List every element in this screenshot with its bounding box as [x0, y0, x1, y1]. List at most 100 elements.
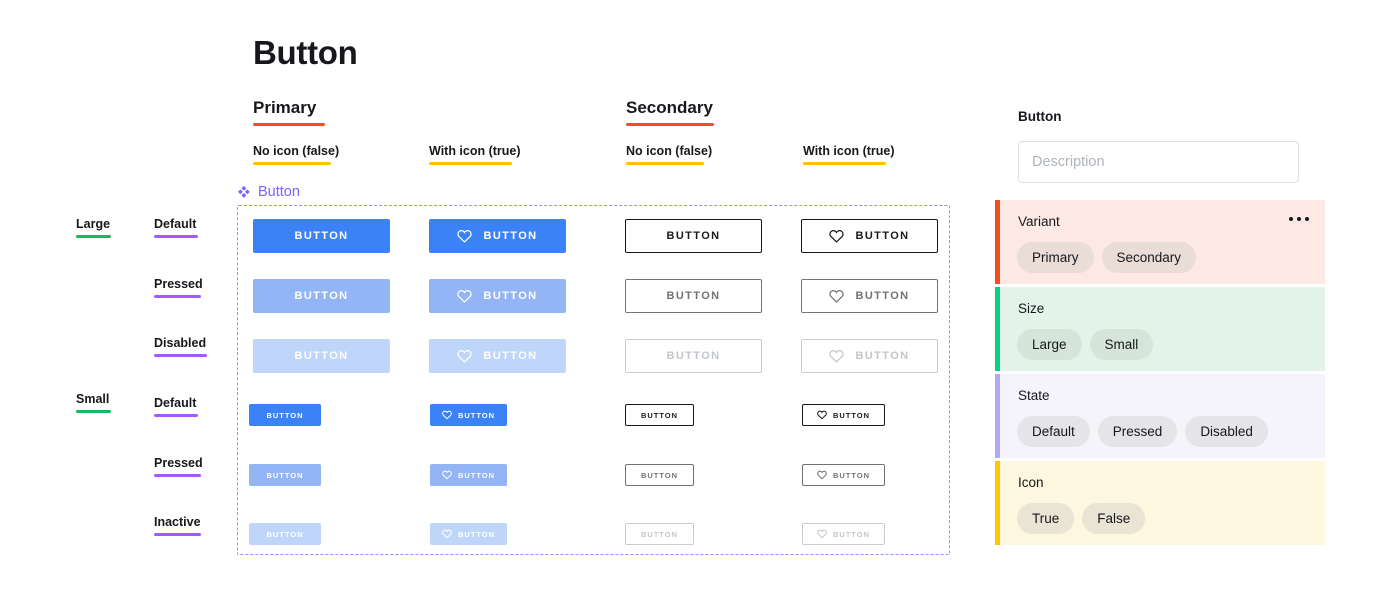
column-header-secondary-with-icon-label: With icon (true) [803, 144, 895, 158]
button-label: BUTTON [266, 410, 304, 420]
property-row-icon: Icon True False [995, 461, 1325, 545]
heart-icon [817, 529, 827, 539]
property-row-variant: Variant Primary Secondary [995, 200, 1325, 284]
component-set-label-text: Button [258, 184, 300, 200]
button-small-default-primary-noicon[interactable]: BUTTON [249, 404, 321, 426]
button-label: BUTTON [832, 529, 871, 539]
button-large-pressed-secondary-icon[interactable]: BUTTON [801, 279, 938, 313]
row-header-state-large-pressed-rule [154, 295, 201, 298]
property-name-size: Size [1018, 301, 1045, 316]
row-header-state-large-default-label: Default [154, 217, 197, 231]
button-small-pressed-primary-icon[interactable]: BUTTON [430, 464, 507, 486]
property-value-chip-default[interactable]: Default [1017, 416, 1090, 447]
button-large-disabled-primary-noicon[interactable]: BUTTON [253, 339, 390, 373]
row-header-state-small-pressed: Pressed [154, 456, 203, 477]
row-header-state-small-inactive-rule [154, 533, 201, 536]
button-small-inactive-secondary-icon[interactable]: BUTTON [802, 523, 885, 545]
button-small-inactive-primary-noicon[interactable]: BUTTON [249, 523, 321, 545]
row-header-state-large-disabled: Disabled [154, 336, 207, 357]
column-header-secondary-no-icon-rule [626, 162, 704, 165]
button-small-default-primary-icon[interactable]: BUTTON [430, 404, 507, 426]
button-label: BUTTON [640, 470, 679, 480]
column-header-primary-label: Primary [253, 98, 317, 117]
heart-icon [817, 470, 827, 480]
button-label: BUTTON [640, 529, 679, 539]
heart-icon [457, 350, 473, 363]
property-accent-bar-size [995, 287, 1000, 371]
heart-icon [829, 290, 845, 303]
component-set-frame [237, 205, 950, 555]
button-label: BUTTON [457, 529, 496, 539]
property-values-variant: Primary Secondary [1017, 242, 1197, 273]
column-header-primary-no-icon-label: No icon (false) [253, 144, 340, 158]
button-label: BUTTON [266, 470, 304, 480]
button-small-pressed-secondary-noicon[interactable]: BUTTON [625, 464, 694, 486]
row-header-size-large-label: Large [76, 217, 111, 231]
row-header-size-large-rule [76, 235, 111, 238]
row-header-state-small-inactive: Inactive [154, 515, 201, 536]
button-label: BUTTON [855, 350, 910, 362]
column-header-primary-with-icon-rule [429, 162, 512, 165]
button-large-disabled-primary-icon[interactable]: BUTTON [429, 339, 566, 373]
column-header-secondary-with-icon: With icon (true) [803, 144, 895, 165]
button-label: BUTTON [294, 230, 349, 242]
property-value-chip-secondary[interactable]: Secondary [1101, 242, 1197, 273]
row-header-size-small: Small [76, 392, 111, 413]
button-small-default-secondary-icon[interactable]: BUTTON [802, 404, 885, 426]
heart-icon [457, 290, 473, 303]
heart-icon [442, 529, 452, 539]
button-small-inactive-primary-icon[interactable]: BUTTON [430, 523, 507, 545]
button-label: BUTTON [457, 410, 496, 420]
heart-icon [829, 350, 845, 363]
column-header-secondary-rule [626, 123, 714, 126]
property-value-chip-pressed[interactable]: Pressed [1097, 416, 1178, 447]
page-title: Button [253, 34, 358, 71]
heart-icon [817, 410, 827, 420]
property-name-variant: Variant [1018, 214, 1060, 229]
column-header-primary-rule [253, 123, 325, 126]
property-value-chip-primary[interactable]: Primary [1017, 242, 1094, 273]
row-header-size-large: Large [76, 217, 111, 238]
button-small-pressed-secondary-icon[interactable]: BUTTON [802, 464, 885, 486]
property-value-chip-true[interactable]: True [1017, 503, 1075, 534]
description-input[interactable] [1018, 141, 1299, 183]
column-header-secondary-with-icon-rule [803, 162, 886, 165]
row-header-state-large-disabled-rule [154, 354, 207, 357]
property-value-chip-small[interactable]: Small [1089, 329, 1154, 360]
button-large-default-primary-noicon[interactable]: BUTTON [253, 219, 390, 253]
property-value-chip-disabled[interactable]: Disabled [1185, 416, 1268, 447]
button-large-disabled-secondary-icon[interactable]: BUTTON [801, 339, 938, 373]
button-label: BUTTON [855, 290, 910, 302]
row-header-state-small-pressed-label: Pressed [154, 456, 203, 470]
button-label: BUTTON [483, 290, 538, 302]
more-options-icon[interactable] [1289, 217, 1309, 221]
button-large-pressed-secondary-noicon[interactable]: BUTTON [625, 279, 762, 313]
row-header-state-large-default: Default [154, 217, 198, 238]
property-accent-bar-state [995, 374, 1000, 458]
property-values-state: Default Pressed Disabled [1017, 416, 1268, 447]
property-row-state: State Default Pressed Disabled [995, 374, 1325, 458]
button-large-default-secondary-noicon[interactable]: BUTTON [625, 219, 762, 253]
column-header-secondary-no-icon-label: No icon (false) [626, 144, 713, 158]
button-large-default-primary-icon[interactable]: BUTTON [429, 219, 566, 253]
component-set-diamond-icon [238, 185, 250, 198]
button-large-pressed-primary-icon[interactable]: BUTTON [429, 279, 566, 313]
property-value-chip-false[interactable]: False [1082, 503, 1146, 534]
button-large-pressed-primary-noicon[interactable]: BUTTON [253, 279, 390, 313]
property-name-state: State [1018, 388, 1050, 403]
button-large-default-secondary-icon[interactable]: BUTTON [801, 219, 938, 253]
row-header-state-large-default-rule [154, 235, 198, 238]
property-accent-bar-icon [995, 461, 1000, 545]
button-small-default-secondary-noicon[interactable]: BUTTON [625, 404, 694, 426]
column-header-secondary: Secondary [626, 98, 714, 126]
row-header-state-small-inactive-label: Inactive [154, 515, 201, 529]
button-small-inactive-secondary-noicon[interactable]: BUTTON [625, 523, 694, 545]
column-header-secondary-label: Secondary [626, 98, 713, 117]
button-small-pressed-primary-noicon[interactable]: BUTTON [249, 464, 321, 486]
button-large-disabled-secondary-noicon[interactable]: BUTTON [625, 339, 762, 373]
component-set-label[interactable]: Button [238, 184, 300, 200]
row-header-state-large-pressed: Pressed [154, 277, 203, 298]
button-label: BUTTON [666, 230, 721, 242]
property-value-chip-large[interactable]: Large [1017, 329, 1082, 360]
button-label: BUTTON [832, 470, 871, 480]
